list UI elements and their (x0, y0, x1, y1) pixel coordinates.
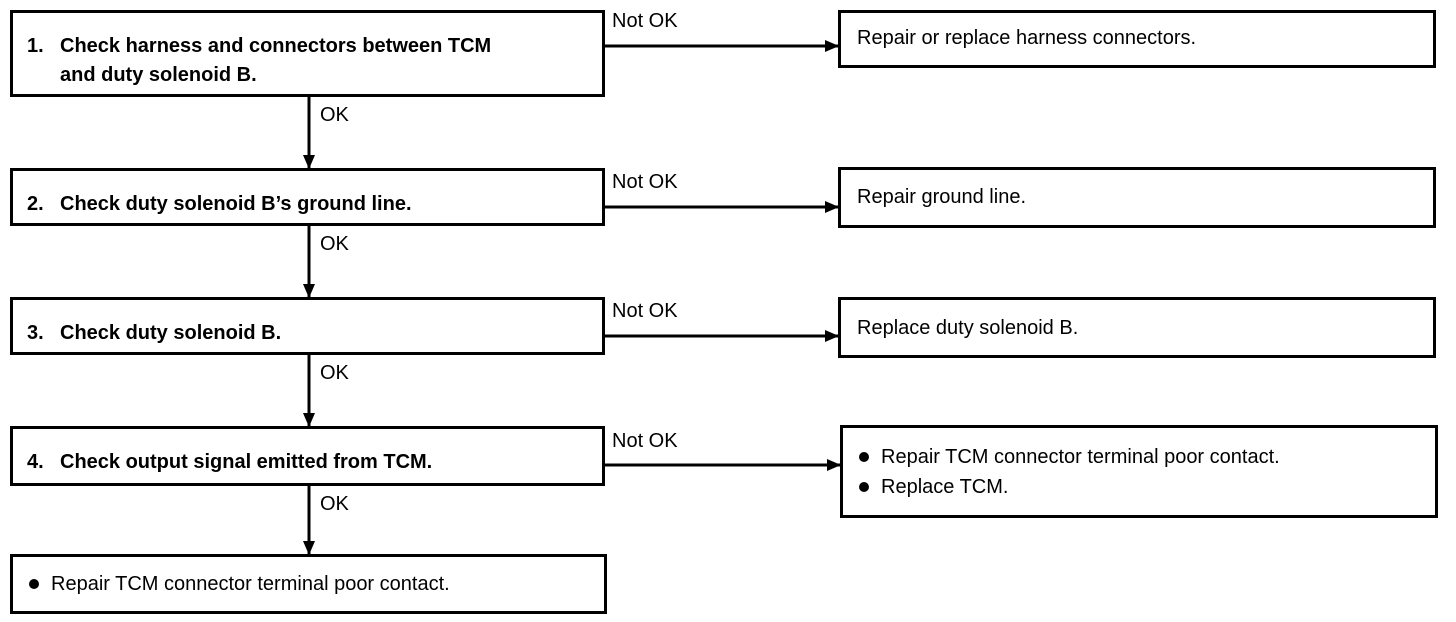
step-box-2: 2. Check duty solenoid B’s ground line. (10, 168, 605, 226)
step-line-text: Check duty solenoid B’s ground line. (60, 193, 412, 215)
result-item: Replace duty solenoid B. (857, 313, 1078, 343)
step-text: 4. Check output signal emitted from TCM. (27, 448, 432, 477)
step-text: 2. Check duty solenoid B’s ground line. (27, 190, 412, 219)
ok-label: OK (320, 233, 349, 255)
result-box-3: Replace duty solenoid B. (838, 297, 1436, 358)
bullet-icon (29, 579, 39, 589)
result-box-2: Repair ground line. (838, 167, 1436, 228)
step-number: 3. (27, 322, 44, 344)
step-box-1: 1. Check harness and connectors between T… (10, 10, 605, 97)
final-text: Repair TCM connector terminal poor conta… (29, 569, 450, 599)
result-item-text: Replace duty solenoid B. (857, 317, 1079, 339)
ok-label: OK (320, 493, 349, 515)
step-text: 1. Check harness and connectors between T… (27, 32, 491, 90)
step-line: 3. Check duty solenoid B. (27, 319, 281, 348)
step-line-text: Check output signal emitted from TCM. (60, 451, 433, 473)
step-box-4: 4. Check output signal emitted from TCM. (10, 426, 605, 486)
step-number: 4. (27, 451, 44, 473)
step-line-text: and duty solenoid B. (60, 64, 257, 86)
result-item-text: Repair TCM connector terminal poor conta… (881, 446, 1280, 468)
result-text: Repair TCM connector terminal poor conta… (859, 442, 1280, 502)
step-text: 3. Check duty solenoid B. (27, 319, 281, 348)
not-ok-label: Not OK (612, 10, 678, 32)
result-item-text: Repair or replace harness connectors. (857, 27, 1197, 49)
result-item: Repair TCM connector terminal poor conta… (859, 442, 1280, 472)
step-box-3: 3. Check duty solenoid B. (10, 297, 605, 355)
final-item: Repair TCM connector terminal poor conta… (29, 569, 450, 599)
step-line: 2. Check duty solenoid B’s ground line. (27, 190, 412, 219)
result-box-4: Repair TCM connector terminal poor conta… (840, 425, 1438, 518)
step-line: 4. Check output signal emitted from TCM. (27, 448, 432, 477)
step-number: 2. (27, 193, 44, 215)
result-item-text: Repair ground line. (857, 186, 1026, 208)
step-line: 1. Check harness and connectors between T… (27, 32, 491, 61)
ok-label: OK (320, 104, 349, 126)
bullet-icon (859, 452, 869, 462)
result-item: Repair ground line. (857, 182, 1026, 212)
not-ok-label: Not OK (612, 300, 678, 322)
step-line-text: Check harness and connectors between TCM (60, 35, 492, 57)
not-ok-label: Not OK (612, 171, 678, 193)
result-item-text: Replace TCM. (881, 476, 1009, 498)
final-box: Repair TCM connector terminal poor conta… (10, 554, 607, 614)
ok-label: OK (320, 362, 349, 384)
not-ok-label: Not OK (612, 430, 678, 452)
bullet-icon (859, 482, 869, 492)
final-item-text: Repair TCM connector terminal poor conta… (51, 573, 450, 595)
result-item: Repair or replace harness connectors. (857, 23, 1196, 53)
result-box-1: Repair or replace harness connectors. (838, 10, 1436, 68)
result-text: Repair ground line. (857, 182, 1026, 212)
step-line-text: Check duty solenoid B. (60, 322, 282, 344)
step-line: and duty solenoid B. (27, 61, 491, 90)
result-text: Repair or replace harness connectors. (857, 23, 1196, 53)
result-item: Replace TCM. (859, 472, 1280, 502)
result-text: Replace duty solenoid B. (857, 313, 1078, 343)
step-number: 1. (27, 35, 44, 57)
